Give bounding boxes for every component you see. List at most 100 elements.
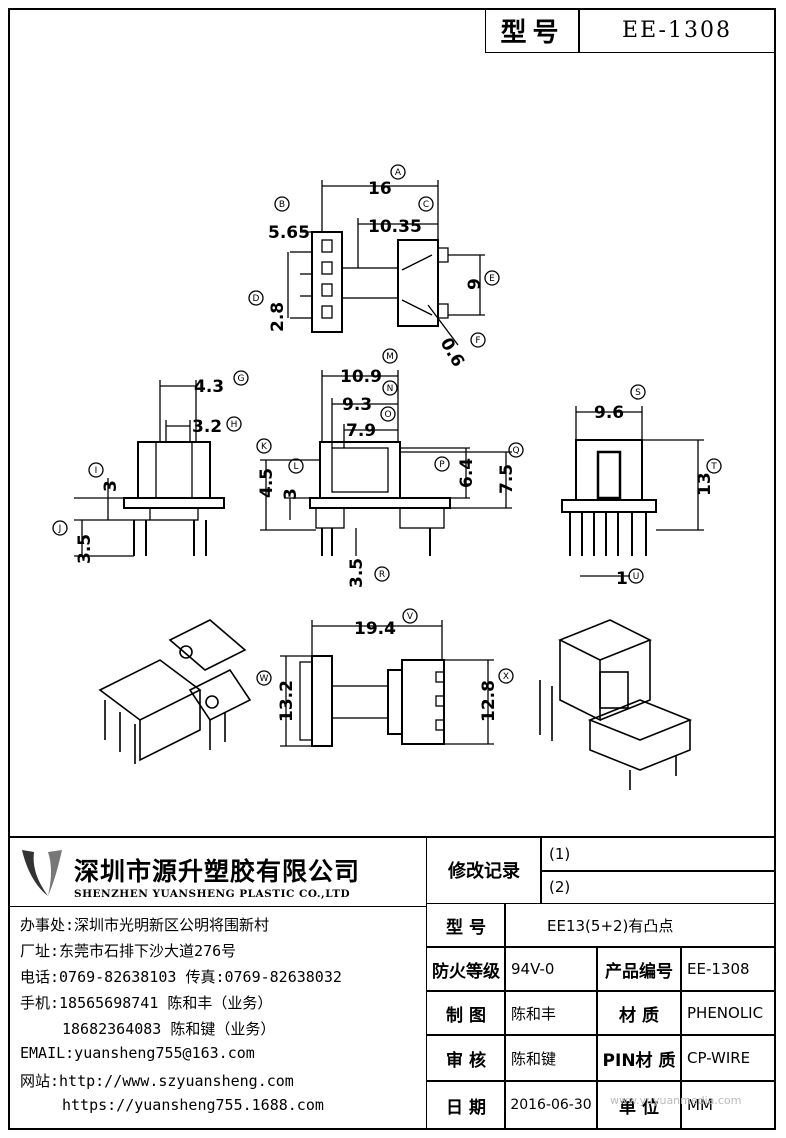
material-label: 材 质 (619, 1005, 659, 1026)
front-view-left (74, 380, 225, 557)
marker-f: F (475, 336, 480, 346)
dim-l: 3 (281, 488, 301, 500)
email: EMAIL:yuansheng755@163.com (20, 1044, 255, 1062)
divider (8, 906, 426, 907)
marker-l: L (293, 462, 298, 472)
marker-n: N (387, 384, 394, 394)
dim-v: 19.4 (354, 619, 396, 639)
marker-a: A (395, 168, 402, 178)
marker-e: E (489, 274, 495, 284)
marker-labels (52, 164, 722, 686)
material-value-cell: PHENOLIC (680, 990, 776, 1036)
mobile-2: 18682364083 陈和键（业务） (62, 1020, 276, 1038)
dim-j: 3.5 (75, 534, 95, 564)
marker-d: D (253, 294, 260, 304)
dim-o: 7.9 (346, 421, 376, 441)
product-value: EE-1308 (687, 960, 750, 978)
marker-j: J (58, 524, 62, 534)
drawn-label: 制 图 (446, 1005, 486, 1026)
marker-i: I (95, 466, 98, 476)
mobile-1: 手机:18565698741 陈和丰（业务） (20, 994, 273, 1012)
dim-t: 13 (695, 472, 715, 496)
marker-c: C (423, 200, 429, 210)
company-name-en: SHENZHEN YUANSHENG PLASTIC CO.,LTD (74, 888, 351, 900)
dim-w: 13.2 (277, 680, 297, 722)
date-value-cell: 2016-06-30 (504, 1080, 598, 1130)
date-value: 2016-06-30 (510, 1097, 592, 1113)
dim-n: 9.3 (342, 395, 372, 415)
dim-h: 3.2 (192, 417, 222, 437)
company-name-cn: 深圳市源升塑胶有限公司 (74, 857, 361, 886)
drawing-frame (8, 8, 776, 1130)
type-value-cell: EE13(5+2)有凸点 (504, 903, 776, 948)
fire-value: 94V-0 (511, 960, 555, 978)
watermark: www.yuyuanmedia.com (610, 1094, 742, 1107)
unit-label: 单 位 (619, 1097, 659, 1118)
phone-fax: 电话:0769-82638103 传真:0769-82638032 (20, 968, 342, 986)
revision-1: (1) (549, 845, 571, 863)
unit-label-cell: 单 位 (596, 1080, 682, 1130)
fire-value-cell: 94V-0 (504, 946, 598, 992)
marker-m: M (386, 352, 394, 362)
drawn-label-cell: 制 图 (426, 990, 506, 1036)
dim-d: 2.8 (268, 302, 288, 332)
dim-a: 16 (368, 179, 392, 199)
dim-b: 5.65 (268, 223, 310, 243)
date-label-cell: 日 期 (426, 1080, 506, 1130)
marker-g: G (238, 374, 245, 384)
check-label: 审 核 (446, 1050, 486, 1071)
isometric-view-left (98, 619, 252, 764)
marker-v: V (407, 612, 414, 622)
marker-q: Q (512, 446, 519, 456)
dim-s: 9.6 (594, 403, 624, 423)
marker-w: W (260, 674, 269, 684)
dim-u: 1 (616, 569, 628, 589)
technical-drawing: 16 5.65 10.35 2.8 9 0.6 4.3 3.2 3 3.5 (52, 164, 722, 790)
website-2: https://yuansheng755.1688.com (62, 1096, 324, 1114)
product-value-cell: EE-1308 (680, 946, 776, 992)
product-label: 产品编号 (605, 961, 673, 982)
check-value-cell: 陈和键 (504, 1034, 598, 1082)
fire-label-cell: 防火等级 (426, 946, 506, 992)
check-label-cell: 审 核 (426, 1034, 506, 1082)
dim-i: 3 (101, 480, 121, 492)
marker-o: O (384, 410, 391, 420)
marker-p: P (439, 460, 445, 470)
dim-g: 4.3 (194, 377, 224, 397)
check-value: 陈和键 (511, 1049, 557, 1068)
revision-1-cell: (1) (540, 836, 776, 872)
revision-label-cell: 修改记录 (426, 836, 542, 904)
product-label-cell: 产品编号 (596, 946, 682, 992)
marker-x: X (503, 672, 509, 682)
material-label-cell: 材 质 (596, 990, 682, 1036)
pin-value-cell: CP-WIRE (680, 1034, 776, 1082)
rear-view (561, 406, 704, 577)
dim-f: 0.6 (436, 335, 468, 371)
office-address: 办事处:深圳市光明新区公明将围新村 (20, 916, 270, 934)
marker-b: B (279, 200, 285, 210)
revision-label: 修改记录 (448, 861, 520, 882)
top-view (287, 180, 485, 346)
factory-address: 厂址:东莞市石排下沙大道276号 (20, 942, 237, 960)
dim-p: 6.4 (457, 458, 477, 488)
drawn-value: 陈和丰 (511, 1004, 557, 1023)
date-label: 日 期 (446, 1097, 486, 1118)
dim-q: 7.5 (497, 464, 517, 494)
company-logo-icon (22, 850, 62, 896)
website-1: 网站:http://www.szyuansheng.com (20, 1072, 294, 1090)
side-view (260, 370, 512, 556)
fire-label: 防火等级 (432, 961, 500, 982)
marker-s: S (635, 388, 641, 398)
marker-t: T (710, 462, 717, 472)
model-value-cell: EE-1308 (578, 8, 776, 53)
title-block (8, 836, 776, 1132)
model-value: EE-1308 (622, 18, 732, 43)
isometric-view-right (539, 619, 693, 790)
pin-value: CP-WIRE (687, 1049, 751, 1067)
dim-m: 10.9 (340, 367, 382, 387)
material-value: PHENOLIC (687, 1004, 764, 1022)
dim-c: 10.35 (368, 217, 422, 237)
dim-x: 12.8 (479, 680, 499, 722)
dim-r: 3.5 (347, 558, 367, 588)
dim-k: 4.5 (257, 468, 277, 498)
